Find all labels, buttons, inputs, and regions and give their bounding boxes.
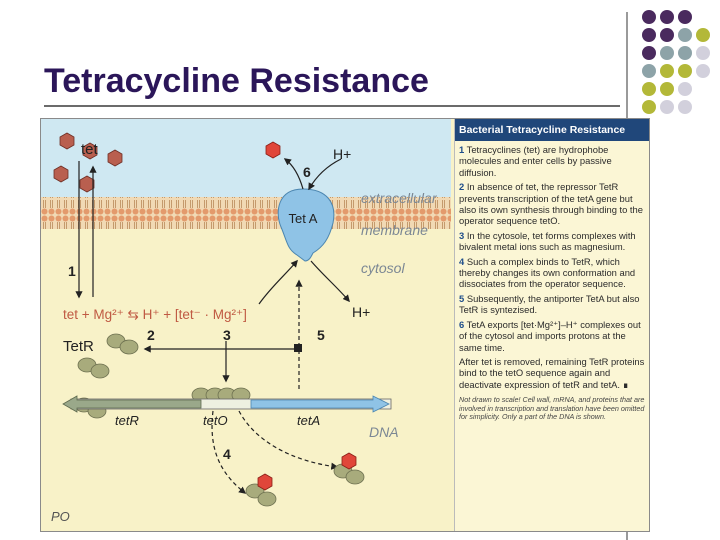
translation-start-marker	[294, 344, 302, 352]
step-text: In the cytosole, tet forms complexes wit…	[459, 229, 636, 253]
deco-dot	[678, 10, 692, 24]
teto-operator-label: tetO	[203, 413, 228, 428]
proton-arrow-out	[308, 158, 342, 191]
deco-dot	[660, 82, 674, 96]
step-number-5: 5	[317, 327, 325, 343]
step-number-6: 6	[303, 164, 311, 180]
slide-title: Tetracycline Resistance	[44, 62, 429, 100]
deco-dot	[660, 100, 674, 114]
tetr-dimer	[106, 333, 139, 355]
proton-label-extracellular: H+	[333, 146, 351, 162]
proton-label-cytosol: H+	[352, 304, 370, 320]
deco-dot	[678, 64, 692, 78]
title-divider	[44, 105, 620, 107]
tetr-dimer	[77, 357, 110, 379]
step-index: 6	[459, 318, 465, 330]
explanation-panel: Bacterial Tetracycline Resistance 1 Tetr…	[454, 119, 649, 531]
step-index: 5	[459, 292, 465, 304]
teta-protein-label: Tet A	[289, 211, 318, 226]
step-index: 3	[459, 229, 465, 241]
dissociation-arrow-left	[211, 410, 247, 494]
step-text: TetA exports [tet·Mg²⁺]–H⁺ complexes out…	[459, 318, 641, 353]
explanation-after: After tet is removed, remaining TetR pro…	[459, 355, 645, 390]
explanation-step-4: 4 Such a complex binds to TetR, which th…	[459, 256, 647, 290]
step-text: Such a complex binds to TetR, which ther…	[459, 255, 636, 290]
step-text: In absence of tet, the repressor TetR pr…	[459, 181, 643, 227]
deco-dot	[642, 100, 656, 114]
tetr-tet-complex	[333, 452, 365, 485]
complex-equation: tet + Mg²⁺ ⇆ H⁺ + [tet⁻ · Mg²⁺]	[63, 307, 247, 322]
deco-dot	[642, 28, 656, 42]
tetr-gene-label: tetR	[115, 413, 139, 428]
step-index: 4	[459, 255, 465, 267]
deco-dot	[642, 46, 656, 60]
explanation-footnote: Not drawn to scale! Cell wall, mRNA, and…	[459, 395, 645, 422]
panel-title: Bacterial Tetracycline Resistance	[455, 119, 649, 141]
tetracycline-figure: Tet A extracellular membrane cytosol tet…	[40, 118, 650, 532]
tet-molecule	[53, 165, 69, 183]
tetr-protein-label: TetR	[63, 338, 94, 355]
export-arrow	[283, 158, 304, 190]
proton-arrow-in	[310, 260, 350, 303]
tet-molecule	[82, 142, 98, 160]
extracellular-space	[41, 119, 451, 197]
tet-molecule	[79, 175, 95, 193]
deco-dot	[696, 64, 710, 78]
tet-complex	[265, 141, 281, 159]
deco-dot	[696, 28, 710, 42]
cytosol-label: cytosol	[361, 260, 405, 276]
tetr-tet-complex	[245, 473, 277, 507]
step-number-2: 2	[147, 327, 155, 343]
explanation-step-2: 2 In absence of tet, the repressor TetR …	[459, 181, 647, 227]
extracellular-label: extracellular	[361, 190, 438, 206]
membrane-label: membrane	[361, 222, 428, 238]
explanation-step-5: 5 Subsequently, the antiporter TetA but …	[459, 293, 647, 316]
explanation-step-1: 1 Tetracyclines (tet) are hydrophobe mol…	[459, 144, 647, 178]
cytosol-space	[41, 229, 451, 531]
step-text: Subsequently, the antiporter TetA but al…	[459, 292, 640, 316]
dna-label: DNA	[369, 424, 399, 440]
deco-dot	[660, 10, 674, 24]
tet-label: tet	[81, 141, 99, 158]
deco-dot	[678, 82, 692, 96]
step-index: 2	[459, 181, 465, 193]
membrane-lipids	[41, 197, 451, 229]
teta-gene-arrow	[250, 395, 390, 413]
deco-dot	[696, 46, 710, 60]
deco-dot	[660, 46, 674, 60]
tet-molecule	[107, 149, 123, 167]
explanation-step-6: 6 TetA exports [tet·Mg²⁺]–H⁺ complexes o…	[459, 319, 647, 353]
step-index: 1	[459, 144, 465, 155]
decorative-dot-grid	[638, 10, 720, 130]
complex-uptake-arrow	[258, 259, 298, 305]
resistance-diagram: Tet A extracellular membrane cytosol tet…	[41, 119, 451, 531]
deco-dot	[660, 28, 674, 42]
teta-antiporter	[277, 188, 335, 262]
step-number-4: 4	[223, 446, 231, 462]
explanation-step-3: 3 In the cytosole, tet forms complexes w…	[459, 230, 647, 253]
step-number-1: 1	[68, 263, 76, 279]
deco-dot	[642, 82, 656, 96]
tetr-gene-arrow	[62, 395, 202, 413]
deco-dot	[660, 64, 674, 78]
tet-molecule	[59, 132, 75, 150]
dissociation-arrow-right	[238, 410, 339, 470]
author-signature: PO	[51, 509, 70, 524]
step-text: Tetracyclines (tet) are hydrophobe molec…	[459, 144, 612, 178]
deco-dot	[678, 28, 692, 42]
step-number-3: 3	[223, 327, 231, 343]
deco-dot	[642, 10, 656, 24]
tetr-bound-operator	[217, 387, 251, 403]
deco-dot	[678, 100, 692, 114]
deco-dot	[642, 64, 656, 78]
deco-dot	[678, 46, 692, 60]
teta-gene-label: tetA	[297, 413, 320, 428]
